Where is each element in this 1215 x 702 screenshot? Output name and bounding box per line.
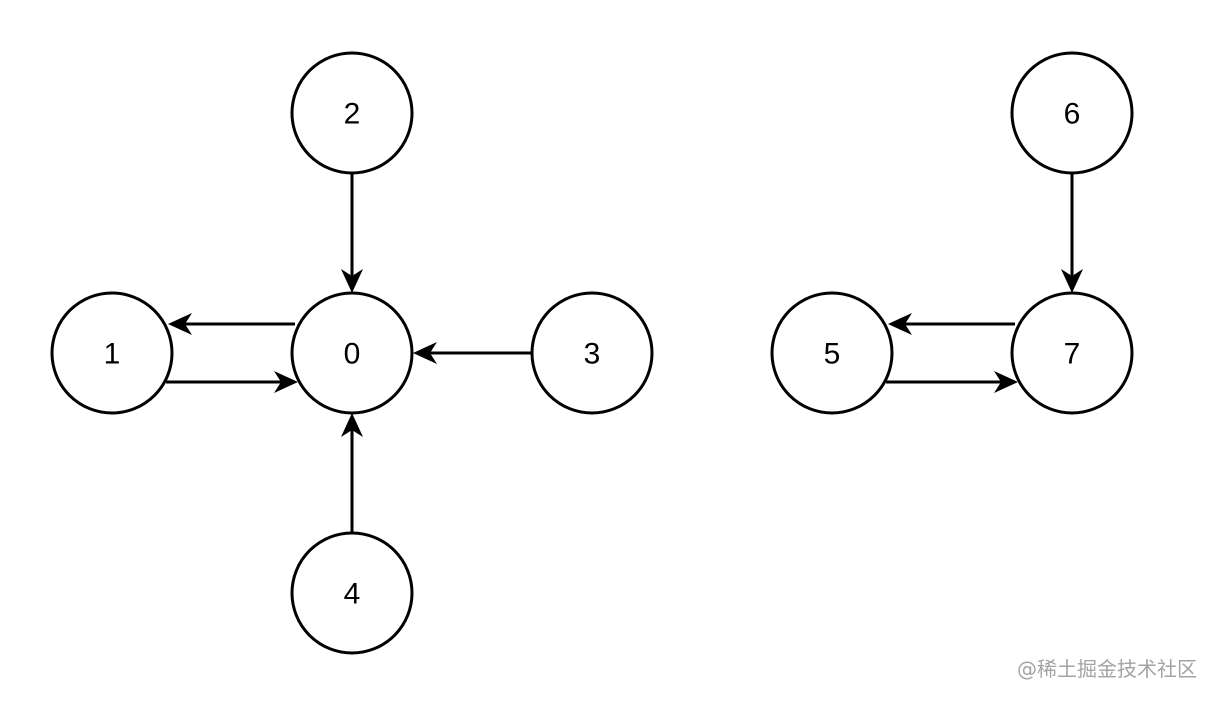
nodes-layer: 0 1 2 3 4 5 6 7 [50, 51, 1134, 655]
node-5: 5 [770, 291, 894, 415]
node-circle [1010, 51, 1134, 175]
node-label: 6 [1064, 98, 1081, 131]
arrowhead-icon [274, 371, 298, 393]
node-3: 3 [530, 291, 654, 415]
node-circle [290, 51, 414, 175]
watermark: @稀土掘金技术社区 [1017, 657, 1197, 681]
node-label: 7 [1064, 338, 1081, 371]
node-2: 2 [290, 51, 414, 175]
arrowhead-icon [341, 413, 363, 437]
node-1: 1 [50, 291, 174, 415]
edge-7-to-5 [888, 313, 1015, 335]
node-label: 2 [344, 98, 361, 131]
edge-0-to-1 [168, 313, 295, 335]
node-circle [530, 291, 654, 415]
arrowhead-icon [413, 342, 437, 364]
node-circle [770, 291, 894, 415]
node-label: 0 [344, 338, 361, 371]
node-circle [1010, 291, 1134, 415]
node-label: 5 [824, 338, 841, 371]
node-label: 4 [344, 578, 361, 611]
node-label: 1 [104, 338, 121, 371]
node-circle [290, 531, 414, 655]
node-4: 4 [290, 531, 414, 655]
node-circle [290, 291, 414, 415]
node-circle [50, 291, 174, 415]
node-0: 0 [290, 291, 414, 415]
arrowhead-icon [994, 371, 1018, 393]
edge-5-to-7 [886, 371, 1018, 393]
edge-3-to-0 [413, 342, 532, 364]
node-7: 7 [1010, 291, 1134, 415]
edge-6-to-7 [1061, 173, 1083, 293]
edges-layer [166, 173, 1083, 533]
edge-4-to-0 [341, 413, 363, 533]
edge-2-to-0 [341, 173, 363, 293]
arrowhead-icon [1061, 269, 1083, 293]
arrowhead-icon [341, 269, 363, 293]
arrowhead-icon [888, 313, 912, 335]
node-6: 6 [1010, 51, 1134, 175]
edge-1-to-0 [166, 371, 298, 393]
arrowhead-icon [168, 313, 192, 335]
node-label: 3 [584, 338, 601, 371]
